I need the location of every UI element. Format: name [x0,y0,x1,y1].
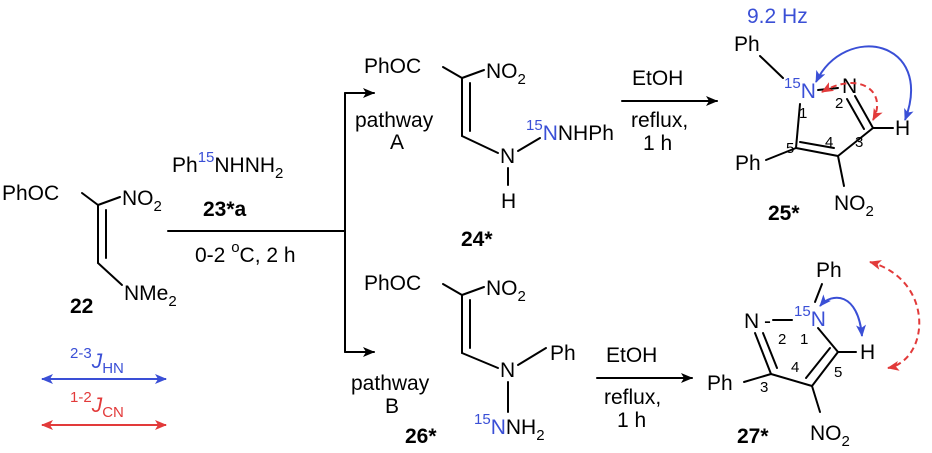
labelled-n1: 15N [784,75,816,103]
step-a-line2: 1 h [643,132,672,155]
acyl-group: PhOC [364,272,421,295]
n-phenyl: Ph [816,259,842,282]
compound-22: PhOC NO2 NMe2 22 [2,182,177,318]
compound-label: 25* [768,202,800,225]
pathway-a-word: pathway [355,109,434,132]
position-5: 5 [834,364,842,381]
nitro-group: NO2 [834,192,874,220]
nitro-group: NO2 [486,277,526,305]
step-b: EtOH reflux, 1 h [596,344,693,432]
pathway-b-letter: B [385,395,399,418]
reagent-block: Ph15NHNH2 23*a 0-2 oC, 2 h [167,149,346,267]
position-1: 1 [799,105,807,122]
compound-24: PhOC NO2 N H 15NNHPh 24* [364,55,614,251]
labelled-nhph: 15NNHPh [526,117,614,145]
step-b-solvent: EtOH [606,344,657,367]
step-a: EtOH reflux, 1 h [621,67,718,155]
ring-h: H [860,341,875,364]
dimethylamino-group: NMe2 [124,282,177,310]
compound-label: 24* [461,228,493,251]
position-3: 3 [760,379,768,396]
ring-h: H [895,117,910,140]
reagent-formula: Ph15NHNH2 [172,149,283,182]
legend: 2-3JHN 1-2JCN [41,345,167,430]
position-3: 3 [855,134,863,151]
labelled-n1: 15N [794,303,826,331]
position-2: 2 [778,331,786,348]
c-phenyl: Ph [707,372,733,395]
reaction-conditions: 0-2 oC, 2 h [195,239,296,267]
n2: N [842,75,857,98]
position-4: 4 [825,134,833,151]
amine-n: N [500,359,515,382]
compound-25: 9.2 Hz Ph 15N 1 N 2 3 H 4 5 Ph NO2 25* [734,5,914,225]
step-a-line1: reflux, [631,109,688,132]
coupling-constant: 9.2 Hz [747,5,808,28]
step-a-solvent: EtOH [632,67,683,90]
nitro-group: NO2 [122,187,162,215]
nitro-group: NO2 [486,60,526,88]
acyl-group: PhOC [364,55,421,78]
acyl-group: PhOC [2,182,59,205]
reagent-label: 23*a [203,198,247,221]
pathway-b-word: pathway [351,372,430,395]
step-b-line2: 1 h [617,409,646,432]
hydrazine-n: N [500,145,515,168]
nitro-group: NO2 [810,422,850,450]
n2: N [744,310,759,333]
compound-label: 22 [70,295,93,318]
legend-cn-label: 1-2JCN [70,389,124,421]
branch-arrows: pathway A pathway B [344,88,434,418]
compound-27: Ph 15N 1 N - 2 3 Ph 4 5 H NO2 27* [707,259,921,450]
hydrazine-h: H [501,190,516,213]
compound-label: 27* [737,425,769,448]
pathway-a-letter: A [390,131,404,154]
c-phenyl: Ph [735,152,761,175]
position-4: 4 [791,359,799,376]
step-b-line1: reflux, [604,386,661,409]
n-phenyl: Ph [734,33,760,56]
labelled-nh2: 15NNH2 [474,411,545,444]
n2-bond-dash: - [764,310,771,333]
compound-label: 26* [405,425,437,448]
position-5: 5 [786,140,794,157]
phenyl: Ph [550,342,576,365]
position-2: 2 [835,95,843,112]
legend-hn-label: 2-3JHN [70,345,124,377]
compound-26: PhOC NO2 N Ph 15NNH2 26* [364,272,576,448]
position-1: 1 [800,331,808,348]
